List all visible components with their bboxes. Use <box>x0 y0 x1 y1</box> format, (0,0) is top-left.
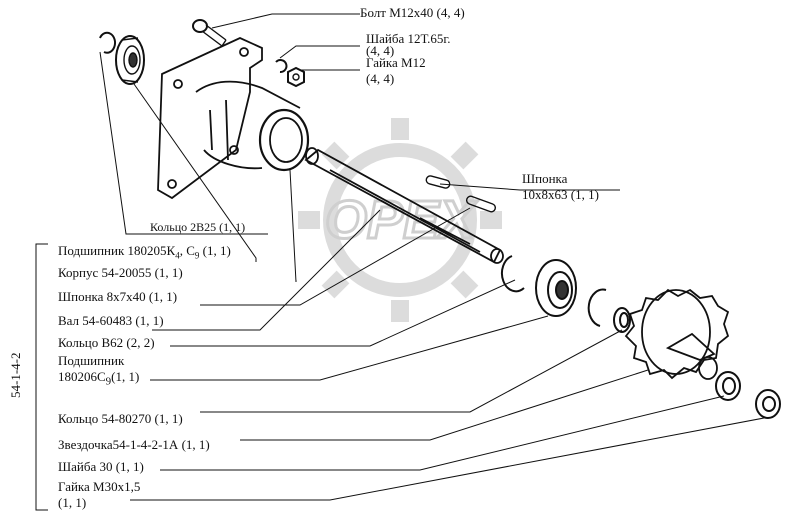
nut-m30 <box>755 389 781 419</box>
label-bolt: Болт М12х40 (4, 4) <box>360 5 465 20</box>
bearing-180206 <box>535 259 577 317</box>
bearing-180205 <box>115 35 145 85</box>
label-bearing-180206-code: 180206С9(1, 1) <box>58 369 140 388</box>
label-ring-2v25: Кольцо 2В25 (1, 1) <box>150 220 246 234</box>
label-key-small: Шпонка <box>522 171 568 186</box>
label-nut-m12-qty: (4, 4) <box>366 71 395 86</box>
tab-washer-30 <box>715 371 741 401</box>
sprocket-54-1-4-2-1a <box>624 288 730 380</box>
snap-ring-v62-a <box>500 255 525 293</box>
key-8x7x40 <box>465 195 497 213</box>
label-nut-m12: Гайка М12 <box>366 55 426 70</box>
label-ring-v62: Кольцо В62 (2, 2) <box>58 335 155 350</box>
label-shaft: Вал 54-60483 (1, 1) <box>58 313 164 328</box>
spring-washer <box>275 59 288 73</box>
label-ring-80270: Кольцо 54-80270 (1, 1) <box>58 411 183 426</box>
label-key-8x7x40: Шпонка 8х7х40 (1, 1) <box>58 289 178 304</box>
bolt-m12 <box>192 19 227 47</box>
label-housing: Корпус 54-20055 (1, 1) <box>58 265 183 280</box>
snap-ring-v62-b <box>587 288 607 327</box>
housing-54-20055 <box>157 37 310 200</box>
label-key-small-size: 10х8х63 (1, 1) <box>522 187 599 202</box>
label-nut-m30-qty: (1, 1) <box>58 495 87 510</box>
label-bearing-180206: Подшипник <box>58 353 125 368</box>
label-washer-12t: Шайба 12Т.65г. <box>366 31 451 46</box>
label-nut-m30: Гайка М30х1,5 <box>58 479 141 494</box>
spacer-ring-54-80270 <box>613 307 631 333</box>
leader-lines <box>35 13 765 511</box>
label-washer-12t-qty: (4, 4) <box>366 43 395 58</box>
label-washer-30: Шайба 30 (1, 1) <box>58 459 144 474</box>
nut-m12 <box>287 66 305 88</box>
watermark-gear <box>298 118 502 322</box>
group-code: 54-1-4-2 <box>8 352 23 399</box>
snap-ring-2v25 <box>99 31 117 54</box>
label-sprocket: Звездочка54-1-4-2-1А (1, 1) <box>58 437 210 452</box>
shaft-54-60483 <box>304 147 504 264</box>
label-bearing-180205: Подшипник 180205К4, С9 (1, 1) <box>58 243 231 261</box>
